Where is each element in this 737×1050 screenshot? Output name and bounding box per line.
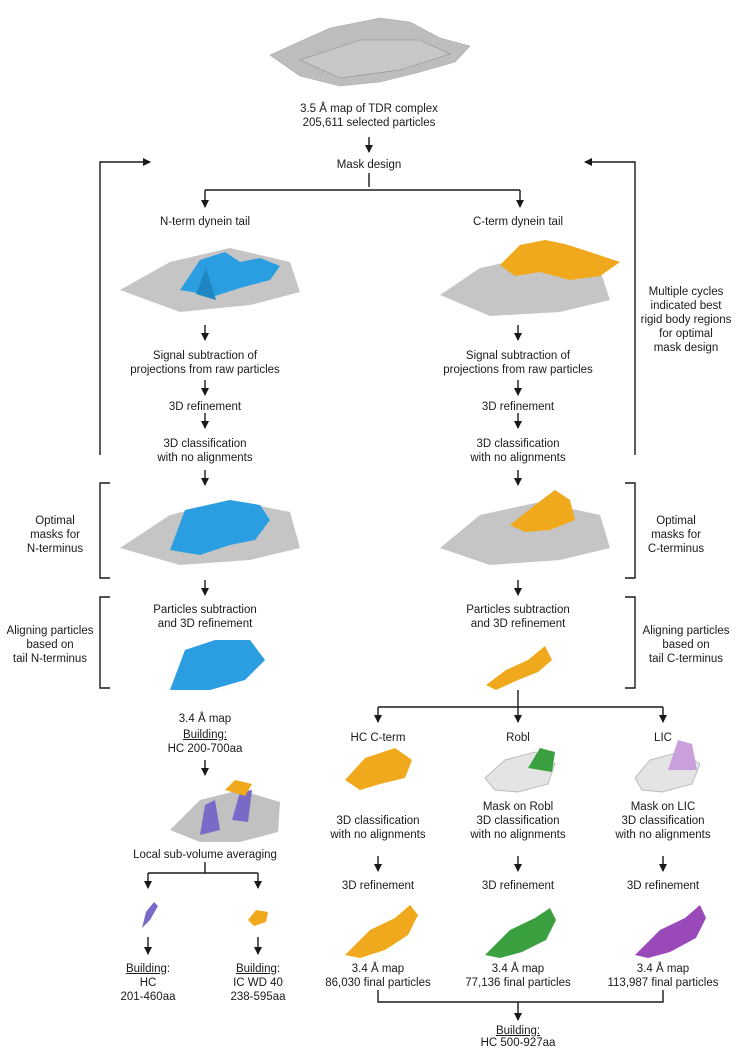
branch-robl-map: 3.4 Å map (491, 963, 545, 975)
c-term-optimal-map (440, 490, 610, 565)
branch-lic-refine: 3D refinement (626, 880, 700, 892)
ic-building-map (248, 910, 268, 926)
hc-cterm-branch-map (345, 748, 412, 790)
branch-hc-d2: 3D classification (336, 815, 420, 827)
ic-building-l1: IC WD 40 (233, 977, 283, 989)
n-term-class-2: with no alignments (157, 452, 253, 464)
c-term-signal-1: Signal subtraction of (465, 350, 571, 362)
c-optimal-2: masks for (651, 529, 701, 541)
branch-lic-particles: 113,987 final particles (607, 977, 719, 989)
n-align-3: tail N-terminus (12, 653, 88, 665)
branch-robl-particles: 77,136 final particles (465, 977, 571, 989)
c-term-class-1: 3D classification (476, 438, 560, 450)
c-partsub-1: Particles subtraction (466, 604, 570, 616)
local-subvolume-label: Local sub-volume averaging (133, 849, 277, 861)
tdr-complex-map (269, 17, 471, 87)
n-term-class-1: 3D classification (163, 438, 247, 450)
hc-cterm-final-map (345, 905, 418, 958)
final-building-value: HC 500-927aa (480, 1037, 556, 1049)
branch-lic-d3: with no alignments (615, 829, 711, 841)
hc-building-label: Building: (125, 963, 171, 975)
mask-design-label: Mask design (336, 159, 402, 171)
branch-lic-map: 3.4 Å map (636, 963, 690, 975)
branch-hc-title: HC C-term (350, 732, 406, 744)
ic-building-label: Building: (235, 963, 281, 975)
hc-building-l2: 201-460aa (120, 991, 176, 1003)
n-term-mask-map (120, 248, 300, 312)
n-partsub-1: Particles subtraction (153, 604, 257, 616)
multi-cycles-5: mask design (653, 342, 719, 354)
n-align-1: Aligning particles (6, 625, 94, 637)
c-term-signal-2: projections from raw particles (443, 364, 593, 376)
c-align-3: tail C-terminus (648, 653, 724, 665)
branch-hc-particles: 86,030 final particles (325, 977, 431, 989)
final-building-label: Building: (495, 1025, 541, 1037)
branch-lic-d1: Mask on LIC (630, 801, 696, 813)
branch-lic-title: LIC (654, 732, 672, 744)
branch-robl-title: Robl (506, 732, 530, 744)
n-map: 3.4 Å map (178, 713, 232, 725)
n-term-refine: 3D refinement (168, 401, 242, 413)
c-align-2: based on (662, 639, 710, 651)
n-building-value: HC 200-700aa (167, 743, 243, 755)
multi-cycles-1: Multiple cycles (648, 286, 724, 298)
top-particles: 205,611 selected particles (302, 117, 436, 129)
branch-robl-d3: with no alignments (470, 829, 566, 841)
n-term-optimal-map (120, 500, 300, 565)
n-term-title: N-term dynein tail (159, 216, 251, 228)
c-optimal-1: Optimal (656, 515, 696, 527)
n-partsub-2: and 3D refinement (157, 618, 253, 630)
hc-building-l1: HC (139, 977, 157, 989)
c-term-refined-map (486, 646, 552, 690)
multi-cycles-3: rigid body regions (640, 314, 732, 326)
ic-building-l2: 238-595aa (230, 991, 286, 1003)
c-term-class-2: with no alignments (470, 452, 566, 464)
n-term-refined-map (170, 640, 265, 690)
n-term-signal-2: projections from raw particles (130, 364, 280, 376)
top-map-title: 3.5 Å map of TDR complex (300, 103, 438, 115)
robl-final-map (485, 908, 556, 958)
branch-hc-refine: 3D refinement (341, 880, 415, 892)
hc-building-map (142, 902, 158, 928)
n-optimal-2: masks for (30, 529, 80, 541)
branch-lic-d2: 3D classification (621, 815, 705, 827)
multi-cycles-4: for optimal (659, 328, 713, 340)
branch-hc-d3: with no alignments (330, 829, 426, 841)
c-optimal-3: C-terminus (647, 543, 705, 555)
c-term-refine: 3D refinement (481, 401, 555, 413)
c-term-mask-map (440, 240, 620, 316)
n-term-signal-1: Signal subtraction of (152, 350, 258, 362)
n-optimal-3: N-terminus (26, 543, 84, 555)
branch-robl-d1: Mask on Robl (482, 801, 554, 813)
lic-branch-map (634, 740, 701, 793)
c-term-title: C-term dynein tail (472, 216, 564, 228)
c-align-1: Aligning particles (642, 625, 730, 637)
n-align-2: based on (26, 639, 74, 651)
n-optimal-1: Optimal (35, 515, 75, 527)
local-subvolume-map (170, 780, 280, 842)
branch-robl-refine: 3D refinement (481, 880, 555, 892)
multi-cycles-2: indicated best (650, 300, 722, 312)
branch-hc-map: 3.4 Å map (351, 963, 405, 975)
branch-robl-d2: 3D classification (476, 815, 560, 827)
c-partsub-2: and 3D refinement (470, 618, 566, 630)
n-building-label: Building: (182, 729, 228, 741)
lic-final-map (635, 905, 706, 958)
robl-branch-map (484, 748, 556, 793)
